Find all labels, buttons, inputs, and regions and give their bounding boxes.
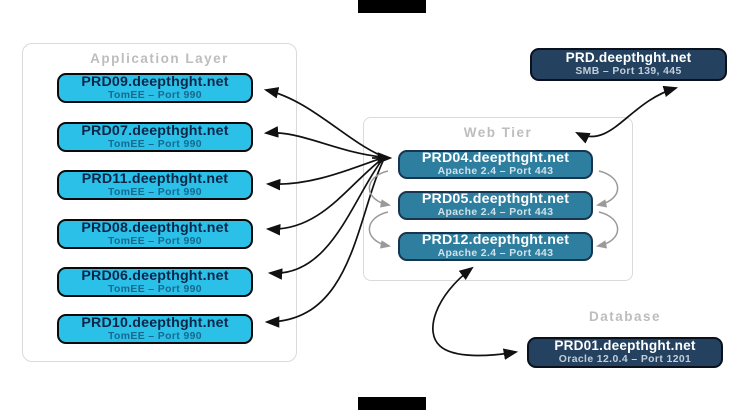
- database-label: Database: [588, 309, 662, 324]
- node-subtitle: Apache 2.4 – Port 443: [437, 207, 554, 218]
- letterbox-bar-top: [358, 0, 426, 13]
- node-subtitle: TomEE – Port 990: [108, 283, 202, 295]
- node-prd11: PRD11.deepthght.net TomEE – Port 990: [57, 170, 253, 200]
- node-title: PRD11.deepthght.net: [81, 170, 229, 187]
- letterbox-bar-bottom: [358, 397, 426, 410]
- node-title: PRD05.deepthght.net: [421, 191, 570, 208]
- node-subtitle: Oracle 12.0.4 – Port 1201: [558, 353, 692, 365]
- node-prd08: PRD08.deepthght.net TomEE – Port 990: [57, 219, 253, 249]
- node-prd12: PRD12.deepthght.net Apache 2.4 – Port 44…: [398, 232, 593, 261]
- node-prd01: PRD01.deepthght.net Oracle 12.0.4 – Port…: [527, 337, 723, 368]
- web-tier-label: Web Tier: [463, 125, 533, 140]
- node-title: PRD.deepthght.net: [565, 50, 692, 66]
- node-title: PRD09.deepthght.net: [81, 73, 229, 90]
- node-prd09: PRD09.deepthght.net TomEE – Port 990: [57, 73, 253, 103]
- node-subtitle: TomEE – Port 990: [108, 89, 202, 101]
- node-title: PRD10.deepthght.net: [81, 314, 229, 331]
- node-prd07: PRD07.deepthght.net TomEE – Port 990: [57, 122, 253, 152]
- node-prd06: PRD06.deepthght.net TomEE – Port 990: [57, 267, 253, 297]
- node-title: PRD08.deepthght.net: [81, 219, 229, 236]
- node-prd04: PRD04.deepthght.net Apache 2.4 – Port 44…: [398, 150, 593, 179]
- node-subtitle: TomEE – Port 990: [108, 138, 202, 150]
- node-title: PRD07.deepthght.net: [81, 122, 229, 139]
- node-title: PRD01.deepthght.net: [554, 338, 696, 354]
- arrow-prd12-database: [432, 266, 519, 360]
- node-subtitle: TomEE – Port 990: [108, 235, 202, 247]
- node-subtitle: Apache 2.4 – Port 443: [437, 166, 554, 177]
- node-prd-smb: PRD.deepthght.net SMB – Port 139, 445: [530, 48, 727, 81]
- application-layer-label: Application Layer: [90, 51, 229, 66]
- node-subtitle: TomEE – Port 990: [108, 186, 202, 198]
- node-subtitle: Apache 2.4 – Port 443: [437, 248, 554, 259]
- node-title: PRD06.deepthght.net: [81, 267, 229, 284]
- node-title: PRD04.deepthght.net: [421, 150, 570, 167]
- node-title: PRD12.deepthght.net: [421, 232, 570, 249]
- node-prd10: PRD10.deepthght.net TomEE – Port 990: [57, 314, 253, 344]
- node-prd05: PRD05.deepthght.net Apache 2.4 – Port 44…: [398, 191, 593, 220]
- node-subtitle: TomEE – Port 990: [108, 330, 202, 342]
- node-subtitle: SMB – Port 139, 445: [575, 65, 682, 77]
